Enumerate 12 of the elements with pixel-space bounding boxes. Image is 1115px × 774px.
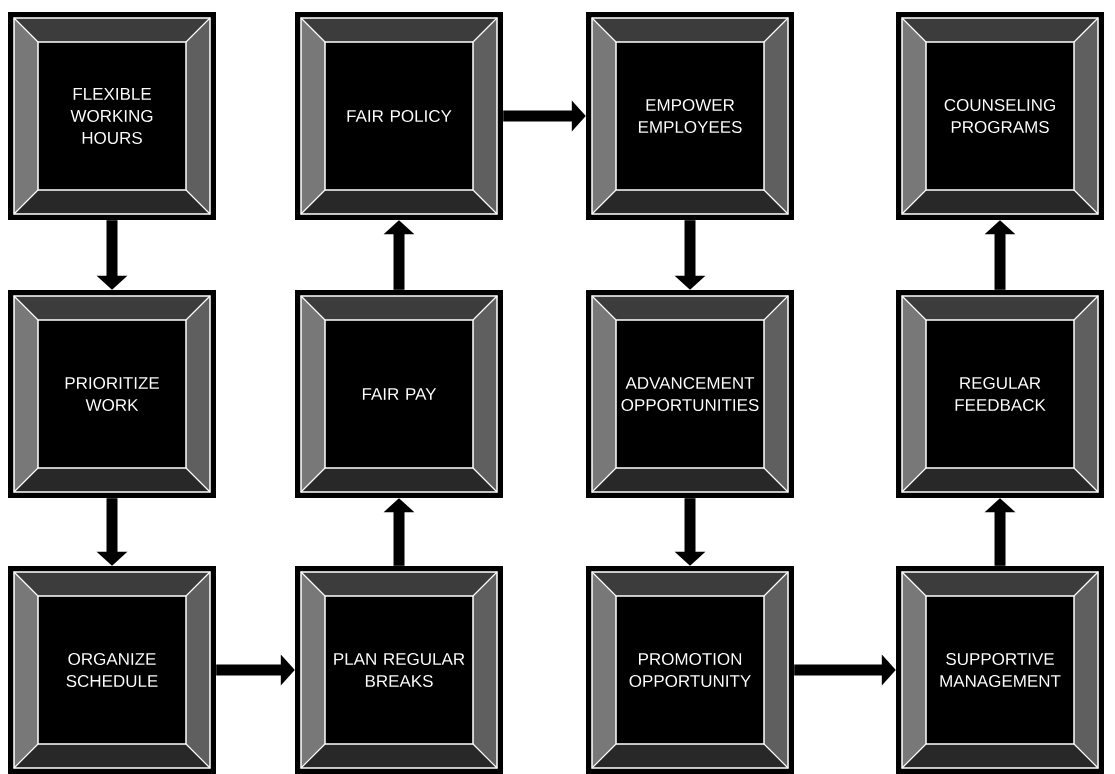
bevel-box: FAIR PAY xyxy=(295,290,503,498)
bevel-box: PROMOTION OPPORTUNITY xyxy=(586,566,794,774)
bevel-box: FLEXIBLE WORKING HOURS xyxy=(8,12,216,220)
bevel-box: REGULAR FEEDBACK xyxy=(896,290,1104,498)
bevel-box: COUNSELING PROGRAMS xyxy=(896,12,1104,220)
bevel-box: PRIORITIZE WORK xyxy=(8,290,216,498)
bevel-box: ADVANCEMENT OPPORTUNITIES xyxy=(586,290,794,498)
bevel-box: FAIR POLICY xyxy=(295,12,503,220)
bevel-box: ORGANIZE SCHEDULE xyxy=(8,566,216,774)
bevel-box: PLAN REGULAR BREAKS xyxy=(295,566,503,774)
bevel-box: EMPOWER EMPLOYEES xyxy=(586,12,794,220)
bevel-box: SUPPORTIVE MANAGEMENT xyxy=(896,566,1104,774)
